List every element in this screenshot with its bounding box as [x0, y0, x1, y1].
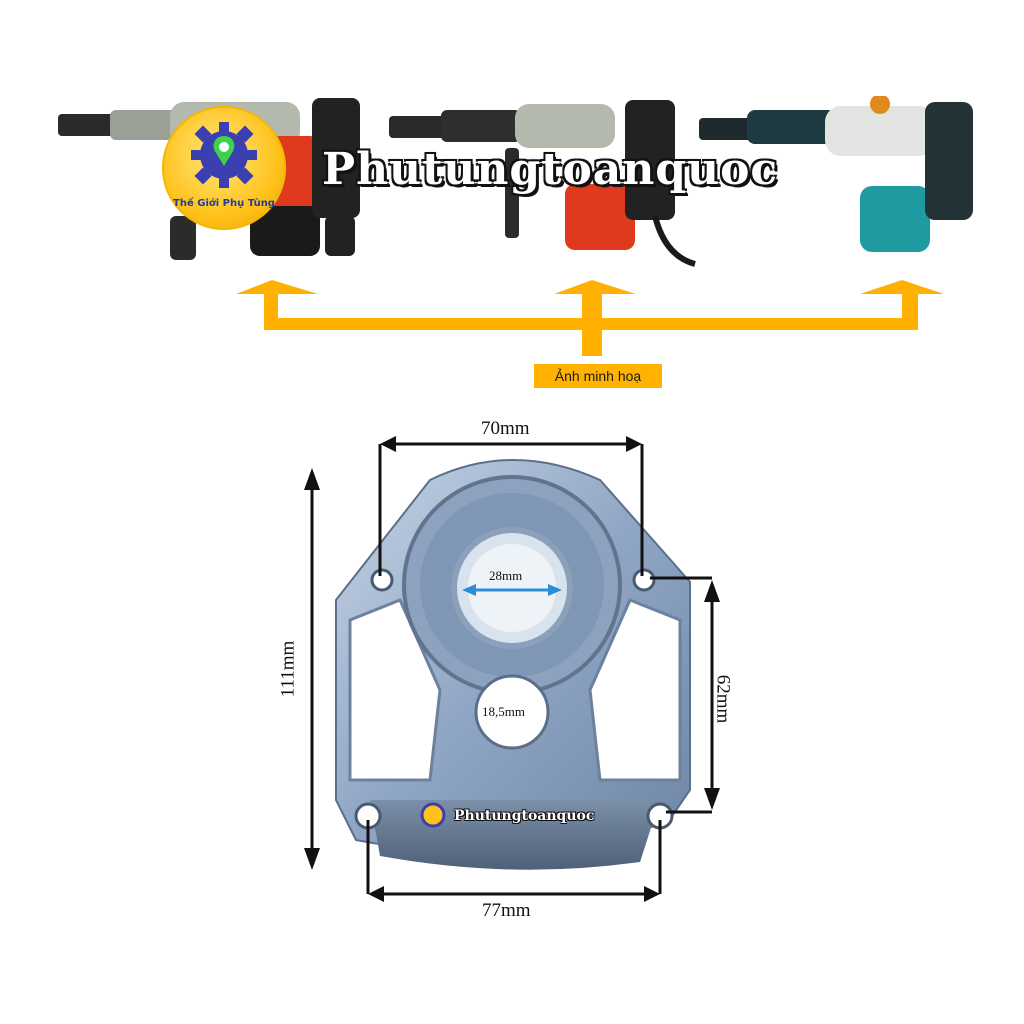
- dimension-top-width: 70mm: [481, 418, 530, 439]
- dimension-bore-small: 18,5mm: [482, 704, 525, 719]
- gear-housing-plate-drawing: [304, 436, 720, 902]
- brand-watermark: Phutungtoanquoc: [322, 144, 779, 195]
- dimension-height: 111mm: [277, 640, 299, 698]
- double-arrow-icon: [304, 436, 720, 902]
- illustration-caption: Ảnh minh hoạ: [534, 364, 662, 388]
- dimension-bore-large: 28mm: [489, 568, 523, 583]
- logo-label: Thế Giới Phụ Tùng: [173, 198, 275, 209]
- hammer-drill-2-image: [389, 100, 696, 267]
- dimension-side-height: 62mm: [712, 674, 734, 724]
- hammer-drill-3-image: [699, 96, 973, 252]
- up-arrow-icon: [236, 280, 318, 328]
- gear-location-logo-icon: [191, 122, 257, 188]
- part-brand-label: Phutungtoanquoc: [454, 808, 595, 824]
- dimension-bottom-width: 77mm: [482, 900, 531, 921]
- compatibility-arrows: [236, 280, 944, 356]
- up-arrow-icon: [860, 280, 944, 328]
- tool-illustration-row: Thế Giới Phụ Tùng Phutungtoanquoc: [0, 0, 1024, 280]
- brand-logo: Thế Giới Phụ Tùng: [162, 106, 286, 230]
